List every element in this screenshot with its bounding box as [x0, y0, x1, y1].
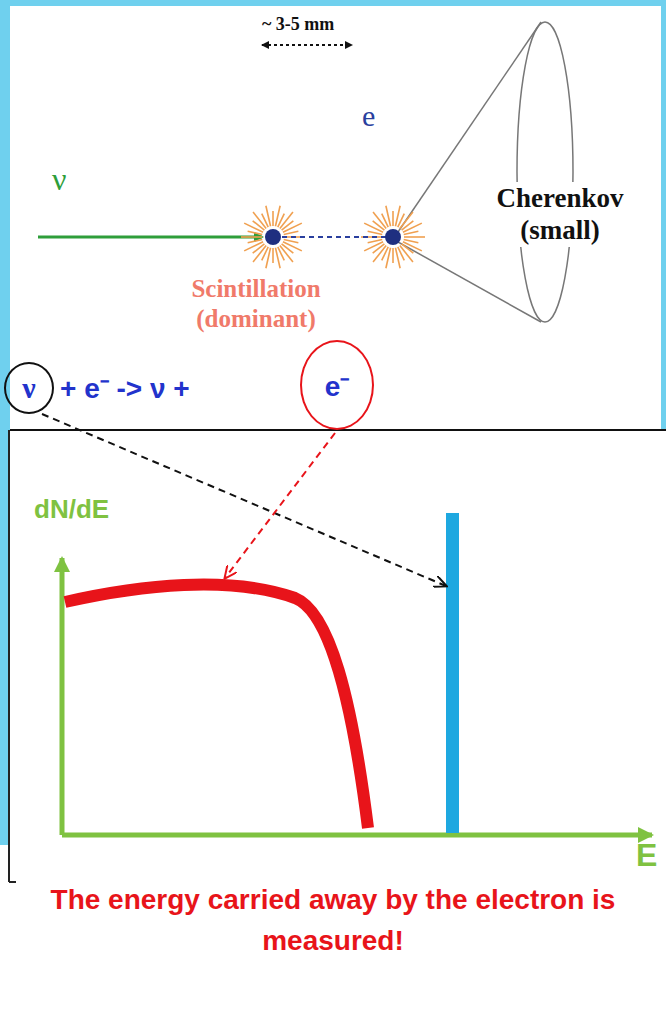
scintillation-ray — [395, 248, 400, 268]
scintillation-ray — [368, 239, 383, 242]
scintillation-ray — [368, 231, 383, 234]
scintillation-ray — [278, 247, 285, 261]
reaction-equation: + e⁻ -> ν + — [60, 372, 190, 406]
divider-line — [9, 881, 16, 883]
scintillation-ray — [364, 242, 383, 251]
slide-border — [0, 0, 666, 6]
term-text: ν — [22, 371, 35, 405]
y-axis — [60, 558, 65, 835]
scintillation-ray — [392, 211, 394, 226]
scintillation-ray — [404, 236, 425, 238]
scintillation-ray — [248, 231, 263, 234]
cherenkov-cone — [517, 22, 573, 322]
term-text: e⁻ — [325, 366, 350, 404]
scintillation-ray — [244, 242, 263, 251]
particle-label: ν — [52, 160, 66, 198]
slide-border — [661, 0, 666, 430]
scintillation-ray — [283, 223, 302, 232]
electron-dot — [385, 229, 401, 245]
dimension-arrow — [262, 44, 352, 46]
scintillation-ray — [404, 231, 419, 234]
scintillation-ray — [248, 239, 263, 242]
circled-term: ν — [4, 362, 54, 414]
divider-line — [8, 430, 10, 882]
scintillation-ray — [373, 221, 385, 230]
circled-term: e⁻ — [300, 340, 374, 430]
electron-spectrum — [65, 585, 368, 828]
scintillation-ray — [392, 248, 394, 263]
scintillation-ray — [284, 239, 299, 242]
scintillation-ray — [253, 221, 265, 230]
electron-dot — [265, 229, 281, 245]
scintillation-ray — [386, 206, 391, 226]
electron-track — [273, 236, 393, 238]
scintillation-ray — [398, 247, 405, 261]
scintillation-label: Scintillation (dominant) — [168, 274, 344, 334]
axis-label: E — [636, 836, 657, 874]
scintillation-ray — [262, 214, 269, 228]
scintillation-ray — [266, 206, 271, 226]
neutrino-arrow — [38, 236, 262, 239]
neutrino-line — [446, 513, 459, 833]
dimension-label: ~ 3-5 mm — [262, 14, 334, 36]
scintillation-ray — [272, 248, 274, 263]
scintillation-ray — [275, 248, 280, 268]
leader-arrow — [225, 433, 335, 578]
scintillation-ray — [404, 239, 419, 242]
scintillation-rays — [241, 206, 425, 268]
cherenkov-label: Cherenkov (small) — [470, 182, 650, 247]
particle-label: e — [362, 98, 375, 134]
scintillation-ray — [272, 211, 274, 226]
cherenkov-cone — [398, 242, 541, 322]
scintillation-ray — [284, 231, 299, 234]
scintillation-ray — [402, 244, 414, 253]
scintillation-ray — [403, 223, 422, 232]
x-axis — [62, 833, 652, 838]
axis-label: dN/dE — [34, 494, 109, 525]
caption: The energy carried away by the electron … — [33, 880, 633, 961]
scintillation-ray — [282, 244, 294, 253]
scintillation-ray — [382, 214, 389, 228]
scintillation-ray — [241, 236, 262, 238]
